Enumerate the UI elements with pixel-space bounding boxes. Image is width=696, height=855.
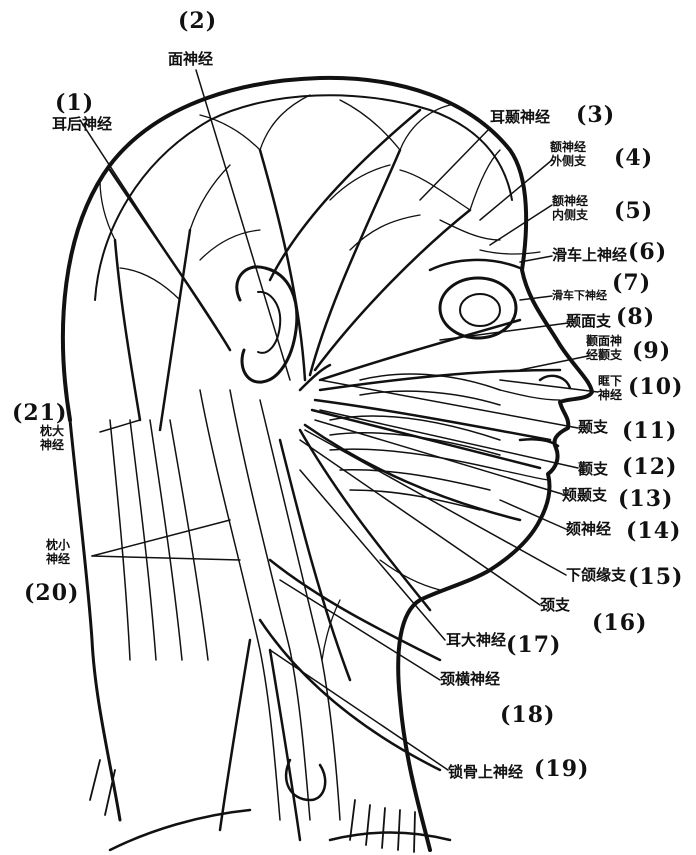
label-lesser-occipital-line1: 枕小	[46, 538, 70, 552]
label-19-number: (19)	[534, 758, 589, 780]
label-6-name: 滑车上神经	[552, 248, 627, 263]
label-5-line2: 内侧支	[552, 208, 588, 222]
label-lesser-occipital-name: 枕小 神经	[46, 538, 70, 566]
label-4-line1: 额神经	[550, 140, 586, 154]
label-13-name: 颊颞支	[562, 488, 607, 503]
label-21-number: (21)	[12, 402, 67, 424]
label-10-line2: 神经	[598, 388, 622, 402]
label-19-name: 锁骨上神经	[448, 765, 523, 780]
label-3-name: 耳颞神经	[490, 110, 550, 125]
label-17-number: (17)	[506, 634, 561, 656]
label-11-name: 颞支	[578, 420, 608, 435]
neck-back-outline	[70, 420, 120, 820]
eye-iris	[460, 294, 500, 326]
label-9-name: 颧面神 经颧支	[586, 334, 622, 362]
label-lesser-occipital-line2: 神经	[46, 552, 70, 566]
ear-outline	[237, 267, 297, 382]
label-2-name: 面神经	[168, 52, 213, 67]
label-8-number: (8)	[616, 306, 655, 328]
label-5-name: 额神经 内侧支	[552, 194, 588, 222]
label-7-number: (7)	[612, 272, 651, 294]
facial-muscles	[330, 374, 500, 510]
label-16-name: 颈支	[540, 598, 570, 613]
label-17-name: 耳大神经	[446, 633, 506, 648]
label-9-line2: 经颧支	[586, 348, 622, 362]
label-5-number: (5)	[614, 200, 653, 222]
label-4-name: 额神经 外侧支	[550, 140, 586, 168]
ear-inner	[258, 292, 280, 353]
label-21-name: 枕大 神经	[40, 424, 64, 452]
eyebrow	[430, 260, 520, 270]
label-18-name: 颈横神经	[440, 672, 500, 687]
label-15-number: (15)	[628, 566, 683, 588]
label-21-line1: 枕大	[40, 424, 64, 438]
label-15-name: 下颌缘支	[566, 568, 626, 583]
label-18-number: (18)	[500, 704, 555, 726]
neck-muscles	[110, 390, 340, 820]
label-9-line1: 颧面神	[586, 334, 622, 348]
label-14-name: 颏神经	[566, 522, 611, 537]
label-10-number: (10)	[628, 376, 683, 398]
label-9-number: (9)	[632, 340, 671, 362]
label-6-number: (6)	[628, 241, 667, 263]
label-10-name: 眶下 神经	[598, 374, 622, 402]
label-7-name: 滑车下神经	[552, 290, 607, 301]
label-20-number: (20)	[24, 582, 79, 604]
nerve-trunks	[110, 110, 560, 840]
label-5-line1: 额神经	[552, 194, 588, 208]
eye-outline	[440, 278, 516, 338]
label-12-name: 颧支	[578, 462, 608, 477]
label-2-number: (2)	[178, 10, 217, 32]
label-16-number: (16)	[592, 612, 647, 634]
label-11-number: (11)	[622, 420, 677, 442]
label-13-number: (13)	[618, 488, 673, 510]
label-3-number: (3)	[576, 104, 615, 126]
label-1-name: 耳后神经	[52, 117, 112, 132]
label-8-name: 颞面支	[566, 314, 611, 329]
mouth-line	[520, 439, 558, 446]
label-4-line2: 外侧支	[550, 154, 586, 168]
label-10-line1: 眶下	[598, 374, 622, 388]
scalp-inner-line	[95, 95, 512, 300]
label-12-number: (12)	[622, 456, 677, 478]
label-1-number: (1)	[55, 92, 94, 114]
label-14-number: (14)	[626, 520, 681, 542]
label-21-line2: 神经	[40, 438, 64, 452]
label-4-number: (4)	[614, 147, 653, 169]
